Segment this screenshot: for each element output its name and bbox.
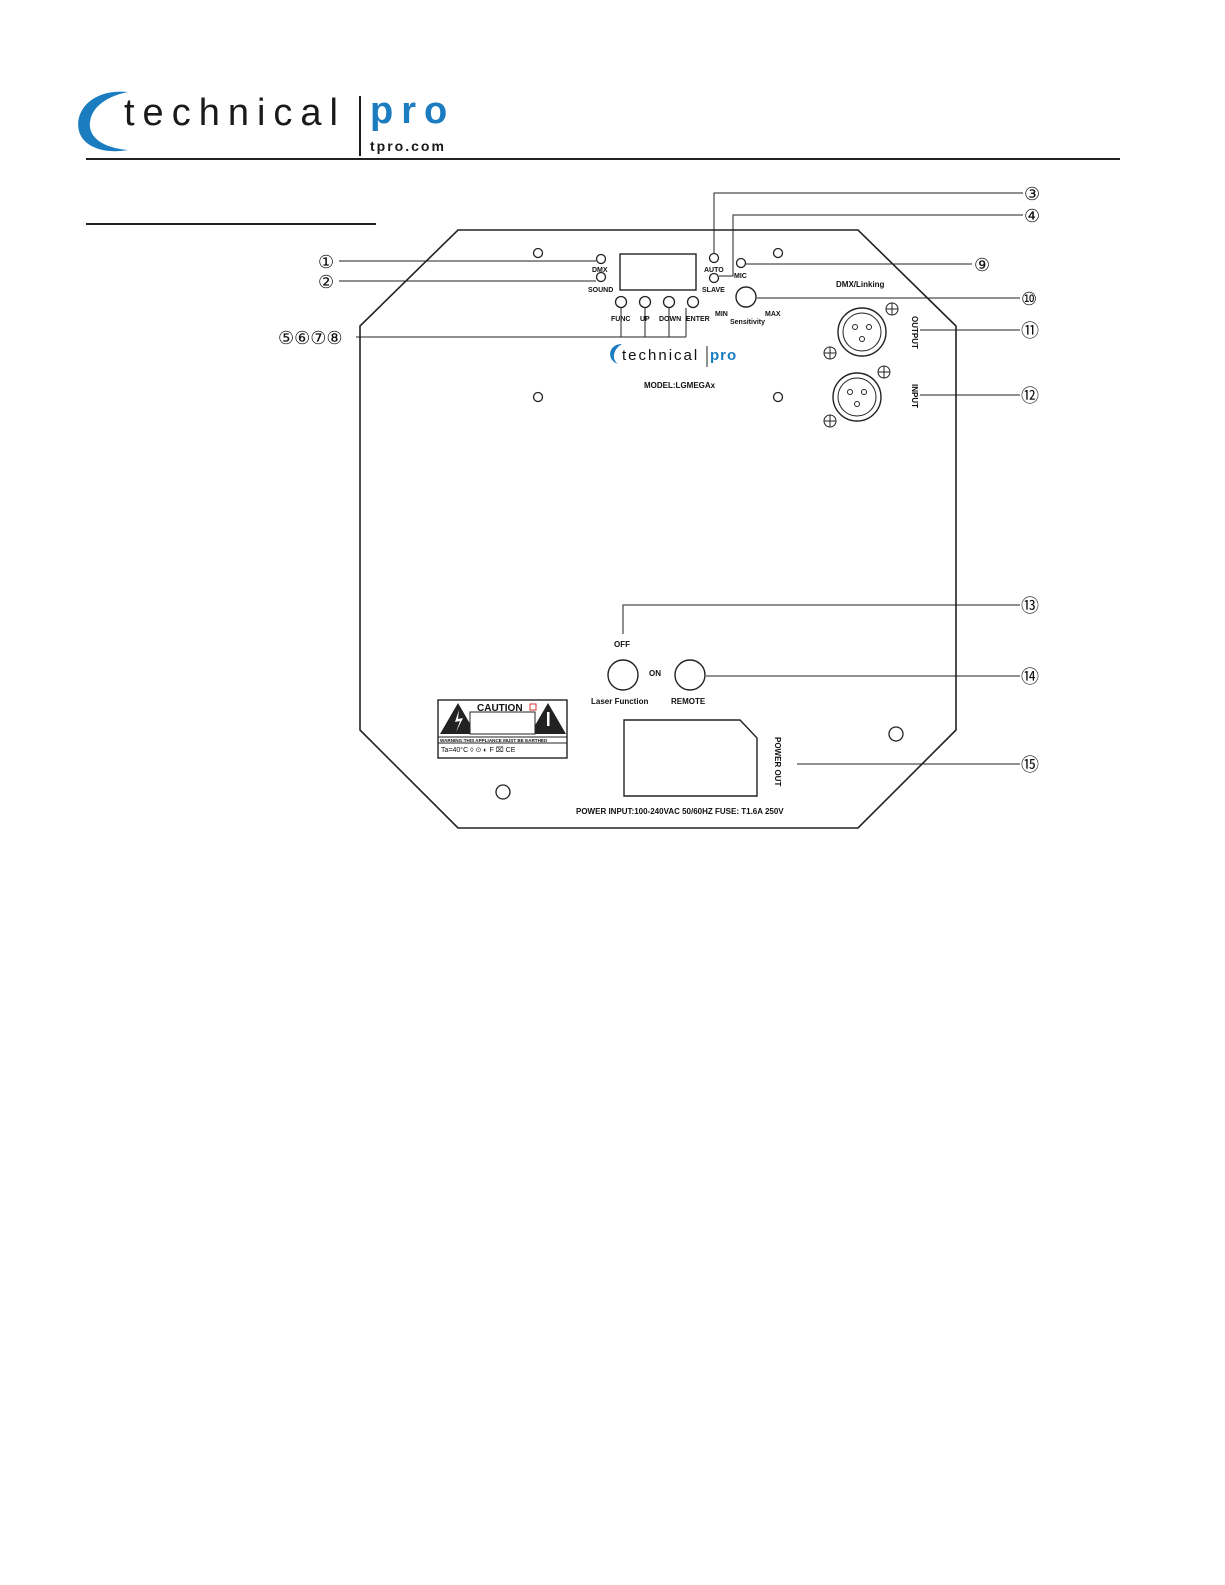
sound-label: SOUND	[588, 287, 613, 294]
dmx-output-connector[interactable]	[823, 302, 899, 360]
callout-14: ⑭	[1021, 667, 1039, 687]
leader-lines	[339, 192, 1023, 765]
callout-9: ⑨	[974, 255, 990, 275]
remote-label: REMOTE	[671, 697, 706, 706]
up-button[interactable]	[638, 295, 652, 309]
caution-label	[437, 699, 568, 759]
mic-label: MIC	[734, 273, 747, 280]
mounting-hole	[772, 247, 784, 259]
inner-logo-pro: pro	[710, 347, 737, 364]
slave-label: SLAVE	[702, 287, 725, 294]
down-button[interactable]	[662, 295, 676, 309]
callout-1: ①	[318, 252, 334, 272]
logo-wordmark: technical	[124, 92, 346, 134]
callout-11: ⑪	[1021, 321, 1039, 341]
laser-function-switch[interactable]	[607, 659, 639, 691]
callout-10: ⑩	[1021, 289, 1037, 309]
mounting-hole	[495, 784, 511, 800]
led-display	[619, 253, 697, 291]
dmx-input-connector[interactable]	[823, 365, 891, 428]
mounting-hole	[888, 726, 904, 742]
page-header: technical pro tpro.com	[0, 0, 1225, 180]
callout-12: ⑫	[1021, 386, 1039, 406]
caution-warning-text: WARNING:THIS APPLIANCE MUST BE EARTHED	[440, 738, 548, 743]
callout-15: ⑮	[1021, 755, 1039, 775]
inner-logo-swoosh-icon	[610, 344, 622, 364]
caution-title: CAUTION	[477, 703, 523, 714]
mounting-hole	[532, 247, 544, 259]
remote-jack[interactable]	[674, 659, 706, 691]
on-label: ON	[649, 669, 661, 678]
mounting-hole	[772, 391, 784, 403]
callout-13: ⑬	[1021, 596, 1039, 616]
dmx-label: DMX	[592, 267, 608, 274]
output-label: OUTPUT	[910, 316, 919, 349]
section-title-underline	[86, 223, 376, 225]
enter-button[interactable]	[686, 295, 700, 309]
header-rule	[86, 158, 1120, 160]
mounting-hole	[532, 391, 544, 403]
slave-led	[708, 272, 720, 284]
sound-led	[595, 271, 607, 283]
power-out-label: POWER OUT	[773, 737, 782, 786]
off-label: OFF	[614, 640, 630, 649]
callout-5-8: ⑤⑥⑦⑧	[278, 328, 343, 348]
sensitivity-knob[interactable]	[735, 286, 757, 308]
model-label: MODEL:LGMEGAx	[644, 381, 716, 390]
sensitivity-max-label: MAX	[765, 311, 781, 318]
logo-divider	[359, 96, 361, 156]
mounting-holes	[495, 247, 904, 800]
dmx-linking-label: DMX/Linking	[836, 280, 885, 289]
logo-swoosh-icon	[78, 91, 128, 152]
panel-outline	[359, 229, 957, 829]
enter-label: ENTER	[686, 316, 710, 323]
dmx-led	[595, 253, 607, 265]
callout-4: ④	[1024, 206, 1040, 226]
caution-symbols: Ta=40°C ◊ ⊙ ◐ F ⌧ CE	[441, 746, 516, 754]
callout-2: ②	[318, 272, 334, 292]
power-out-socket	[623, 719, 758, 797]
sensitivity-min-label: MIN	[715, 311, 728, 318]
sensitivity-label: Sensitivity	[730, 319, 765, 326]
logo-url: tpro.com	[370, 138, 446, 154]
power-input-label: POWER INPUT:100-240VAC 50/60HZ FUSE: T1.…	[576, 807, 784, 816]
callout-3: ③	[1024, 184, 1040, 204]
mic-led	[735, 257, 747, 269]
inner-logo-word: technical	[622, 347, 699, 364]
logo-pro: pro	[370, 90, 456, 132]
auto-led	[708, 252, 720, 264]
auto-label: AUTO	[704, 267, 724, 274]
func-button[interactable]	[614, 295, 628, 309]
input-label: INPUT	[910, 384, 919, 408]
laser-function-label: Laser Function	[591, 697, 648, 706]
down-label: DOWN	[659, 316, 681, 323]
